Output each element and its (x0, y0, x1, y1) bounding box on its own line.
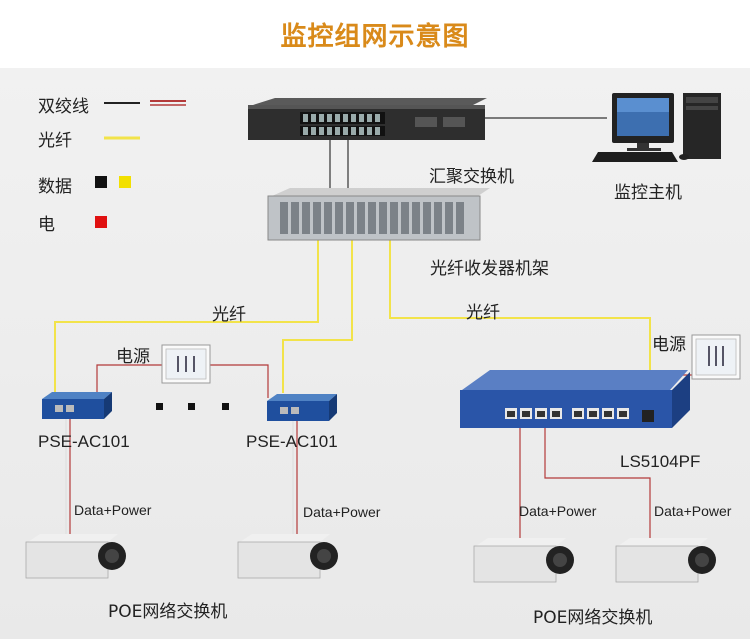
power-socket-right (691, 334, 741, 380)
ellipsis-dot (222, 403, 229, 410)
data-power-label-1: Data+Power (74, 502, 152, 518)
data-power-label-4: Data+Power (654, 503, 732, 519)
dp-line-ls-cam2 (544, 425, 651, 540)
power-line-left-pse (96, 364, 162, 392)
power-left-label: 电源 (116, 347, 150, 367)
aggregation-switch-device (248, 98, 487, 140)
fiber-right-label: 光纤 (466, 303, 500, 323)
camera-mid (237, 534, 338, 579)
pse-left-label: PSE-AC101 (38, 432, 130, 451)
power-line-mid-pse (210, 364, 269, 398)
pse-right-label: PSE-AC101 (246, 432, 338, 451)
camera-left (25, 534, 126, 579)
data-power-label-2: Data+Power (303, 504, 381, 520)
legend-power-label: 电 (38, 215, 55, 235)
camera-ls-1 (473, 538, 574, 583)
monitor-host-device (592, 93, 721, 162)
camera-ls-2 (615, 538, 716, 583)
legend-fiber-label: 光纤 (38, 131, 72, 151)
power-right-label: 电源 (652, 335, 686, 355)
fiber-left-label: 光纤 (212, 305, 246, 325)
power-socket-left (161, 344, 211, 384)
pse-ac101-right-device (267, 394, 337, 421)
legend-data-yellow-square (119, 176, 131, 188)
ls5104pf-switch-device (460, 370, 690, 428)
poe-switch-right-label: POE网络交换机 (533, 608, 653, 628)
data-power-label-3: Data+Power (519, 503, 597, 519)
pse-ac101-left-device (42, 392, 112, 419)
poe-switch-left-label: POE网络交换机 (108, 602, 228, 622)
fiber-rack-label: 光纤收发器机架 (430, 259, 549, 279)
fiber-rack-to-left-pse (54, 240, 319, 393)
legend-data-black-square (95, 176, 107, 188)
ls-switch-label: LS5104PF (620, 452, 701, 471)
fiber-rack-to-ls-switch (389, 240, 651, 408)
ellipsis-dot (188, 403, 195, 410)
monitor-host-label: 监控主机 (614, 183, 682, 203)
legend-twisted-pair-label: 双绞线 (38, 97, 89, 117)
diagram-title: 监控组网示意图 (280, 22, 470, 52)
legend-power-red-square (95, 216, 107, 228)
aggregation-switch-label: 汇聚交换机 (429, 167, 514, 187)
fiber-rack-to-mid-pse (282, 240, 353, 393)
ellipsis-dot (156, 403, 163, 410)
legend-data-label: 数据 (38, 177, 72, 197)
fiber-rack-device (267, 188, 490, 241)
